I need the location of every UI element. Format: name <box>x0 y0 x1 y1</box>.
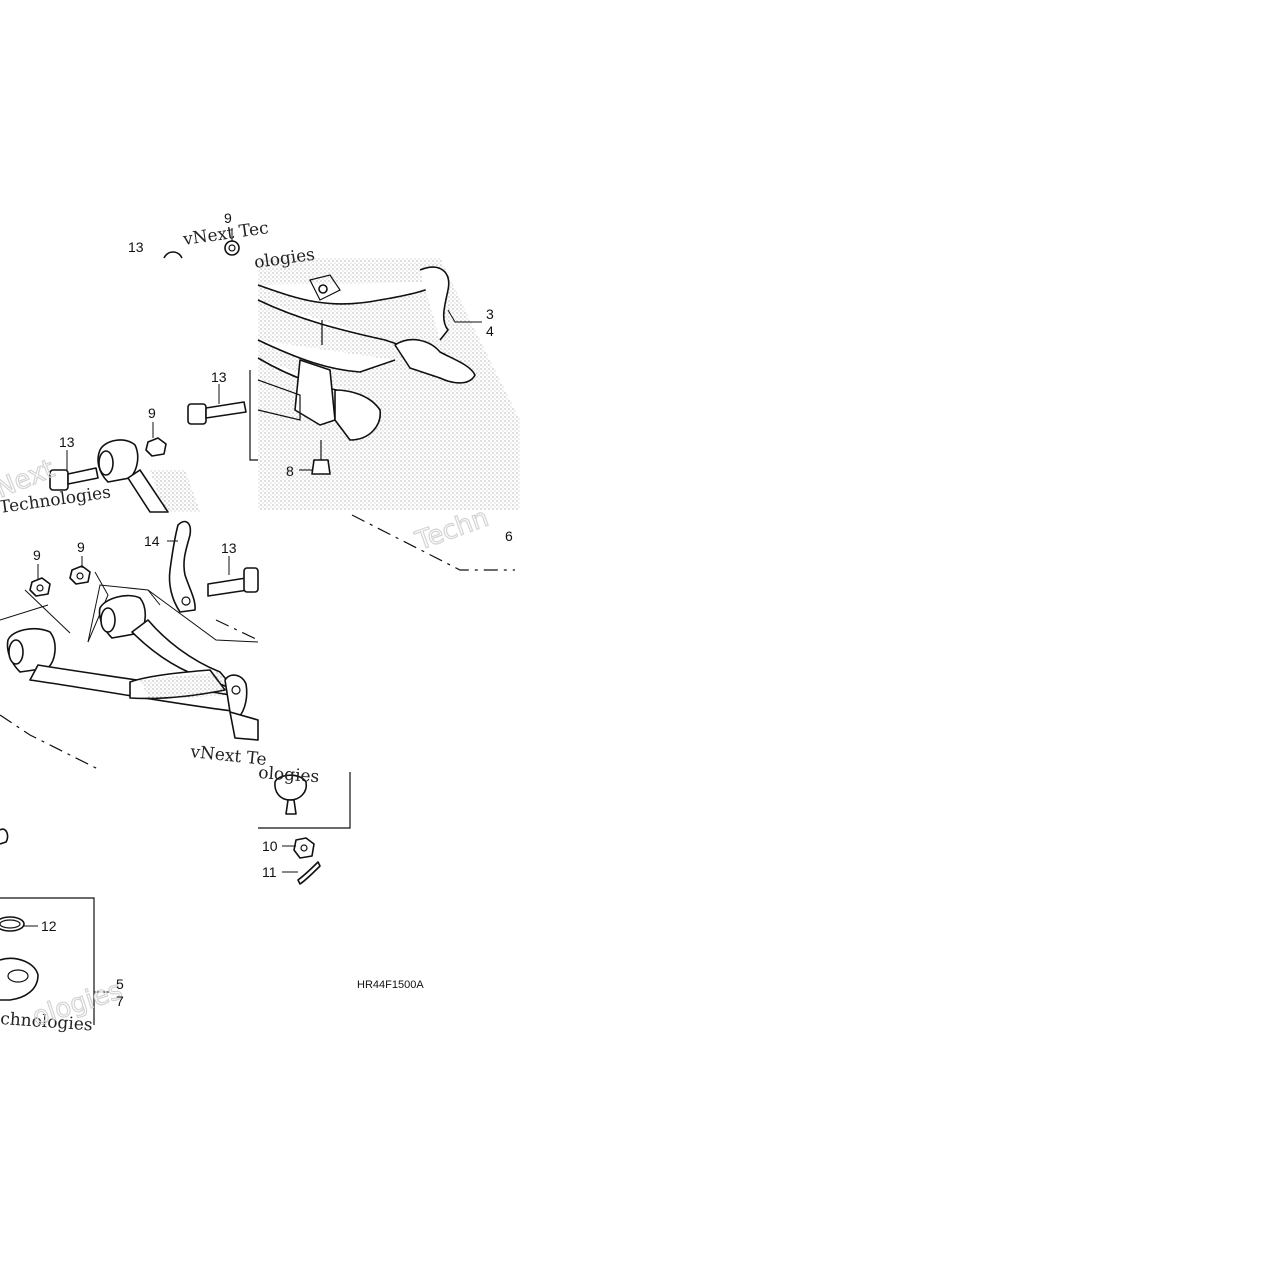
watermark-text: vNext Te <box>188 742 267 770</box>
callout-label: 10 <box>262 838 278 854</box>
callout-label: 11 <box>262 864 277 880</box>
watermark-text: Techn <box>411 503 492 557</box>
callout-label: 14 <box>144 533 160 549</box>
guide-lines <box>0 514 515 771</box>
callout-label: 9 <box>33 547 41 563</box>
ball-joint-hardware <box>258 772 351 885</box>
leader-lines <box>24 228 482 993</box>
callouts: 9 13 3 4 13 9 13 8 6 14 13 9 9 10 11 12 … <box>33 210 513 1009</box>
callout-label: 6 <box>505 528 513 544</box>
callout-label: 3 <box>486 306 494 322</box>
upper-arm-hardware <box>49 240 247 513</box>
callout-label: 8 <box>286 463 294 479</box>
callout-label: 13 <box>211 369 227 385</box>
diagram-code: HR44F1500A <box>357 979 424 991</box>
callout-label: 13 <box>221 540 237 556</box>
callout-label: 9 <box>77 539 85 555</box>
callout-label: 9 <box>148 405 156 421</box>
callout-label: 12 <box>41 918 57 934</box>
callout-label: 9 <box>224 210 232 226</box>
callout-label: 13 <box>59 434 75 450</box>
knuckle-hardware <box>0 828 95 1025</box>
watermark-text: ologies <box>258 763 320 787</box>
callout-label: 4 <box>486 323 494 339</box>
callout-label: 5 <box>116 976 124 992</box>
callout-label: 7 <box>116 993 124 1009</box>
callout-label: 13 <box>128 239 144 255</box>
